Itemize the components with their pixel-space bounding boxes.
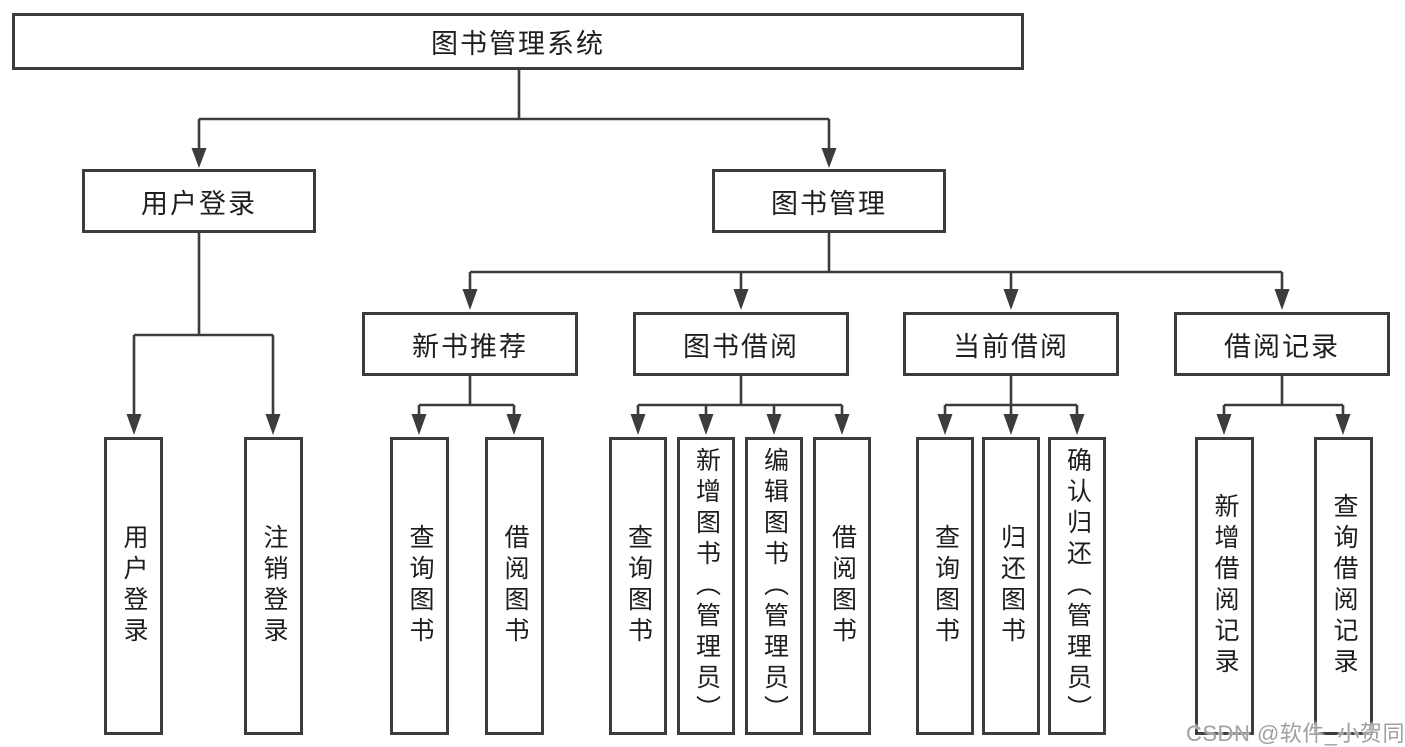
connector-book-mgmt-to-level3 [462,233,1290,310]
leaf-logout: 注销登录 [244,437,303,735]
node-new-book-recommendation: 新书推荐 [362,312,578,376]
node-label: 用户登录 [141,188,257,219]
leaf-label: 查询图书 [624,524,653,648]
leaf-label: 查询借阅记录 [1330,493,1358,679]
connector-book-borrow-branch [630,376,850,435]
node-label: 图书管理系统 [431,29,605,59]
leaf-user-login: 用户登录 [104,437,163,735]
connector-current-borrow-branch [937,376,1085,435]
leaf-add-books-admin: 新增图书（管理员） [677,437,735,735]
node-label: 新书推荐 [412,331,528,362]
connector-root-to-level2 [191,70,837,168]
connector-new-book-branch [411,376,522,435]
leaf-borrow-books-recommendation: 借阅图书 [485,437,544,735]
leaf-query-books-recommendation: 查询图书 [390,437,449,735]
node-label: 图书借阅 [683,331,799,362]
node-book-management: 图书管理 [712,169,946,233]
leaf-edit-books-admin: 编辑图书（管理员） [745,437,803,735]
leaf-label: 确认归还（管理员） [1063,446,1092,726]
leaf-query-books-borrowing: 查询图书 [609,437,667,735]
leaf-borrow-books: 借阅图书 [813,437,871,735]
leaf-label: 用户登录 [120,524,148,648]
node-user-login: 用户登录 [82,169,316,233]
leaf-add-borrow-record: 新增借阅记录 [1195,437,1254,735]
leaf-label: 新增借阅记录 [1211,493,1239,679]
leaf-label: 归还图书 [997,524,1026,648]
node-label: 借阅记录 [1224,331,1340,362]
leaf-label: 新增图书（管理员） [692,446,721,726]
connector-user-login-branch [126,233,281,435]
leaf-confirm-return-admin: 确认归还（管理员） [1048,437,1106,735]
leaf-return-books: 归还图书 [982,437,1040,735]
leaf-label: 注销登录 [260,524,288,648]
node-label: 当前借阅 [953,331,1069,362]
leaf-label: 查询图书 [406,524,434,648]
node-label: 图书管理 [771,188,887,219]
leaf-label: 查询图书 [931,524,960,648]
connector-borrow-records-branch [1216,376,1351,435]
leaf-query-borrow-record: 查询借阅记录 [1314,437,1373,735]
leaf-query-books-current: 查询图书 [916,437,974,735]
node-borrowing-records: 借阅记录 [1174,312,1390,376]
csdn-watermark: CSDN @软件_小贺同学 [1186,721,1405,746]
node-book-borrowing: 图书借阅 [633,312,849,376]
leaf-label: 借阅图书 [501,524,529,648]
leaf-label: 借阅图书 [828,524,857,648]
leaf-label: 编辑图书（管理员） [760,446,789,726]
node-library-management-system: 图书管理系统 [12,13,1024,70]
node-current-borrowing: 当前借阅 [903,312,1119,376]
